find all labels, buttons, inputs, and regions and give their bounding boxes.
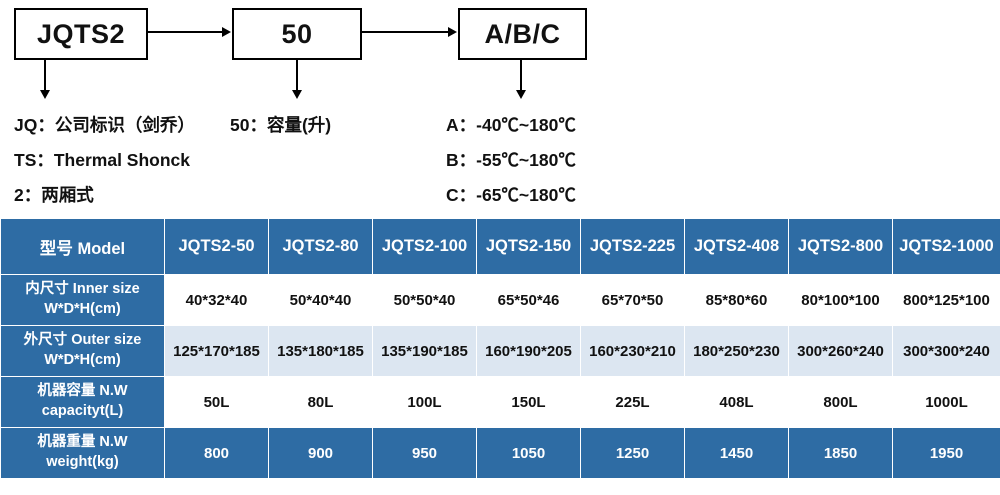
cell-inner-1000: 800*125*100 — [892, 274, 1000, 326]
legend-temp-c: C：-65℃~180℃ — [446, 185, 576, 205]
arrow-right-icon-2 — [448, 27, 457, 37]
table-head: 型号 Model JQTS2-50 JQTS2-80 JQTS2-100 JQT… — [0, 218, 1000, 275]
legend-temp-a: A：-40℃~180℃ — [446, 115, 576, 135]
cell-outer-225: 160*230*210 — [580, 325, 685, 377]
table-row: 机器重量 N.W weight(kg) 800 900 950 1050 125… — [0, 427, 1000, 479]
cell-capacity-225: 225L — [580, 376, 685, 428]
cell-inner-225: 65*70*50 — [580, 274, 685, 326]
cell-capacity-150: 150L — [476, 376, 581, 428]
cell-capacity-408: 408L — [684, 376, 789, 428]
row-header-capacity: 机器容量 N.W capacityt(L) — [0, 376, 165, 428]
cell-capacity-100: 100L — [372, 376, 477, 428]
table-body: 内尺寸 Inner size W*D*H(cm) 40*32*40 50*40*… — [0, 274, 1000, 479]
cell-inner-408: 85*80*60 — [684, 274, 789, 326]
spec-table: 型号 Model JQTS2-50 JQTS2-80 JQTS2-100 JQT… — [0, 218, 1000, 479]
row-header-line-2: W*D*H(cm) — [44, 352, 121, 368]
legend-temp-b: B：-55℃~180℃ — [446, 150, 576, 170]
cell-inner-80: 50*40*40 — [268, 274, 373, 326]
legend-ts: TS：Thermal Shonck — [14, 150, 191, 170]
row-header-inner-size: 内尺寸 Inner size W*D*H(cm) — [0, 274, 165, 326]
drop-line-2 — [296, 58, 298, 92]
col-header-jqts2-50: JQTS2-50 — [164, 218, 269, 275]
cell-weight-50: 800 — [164, 427, 269, 479]
cell-weight-100: 950 — [372, 427, 477, 479]
row-header-outer-size: 外尺寸 Outer size W*D*H(cm) — [0, 325, 165, 377]
row-header-weight: 机器重量 N.W weight(kg) — [0, 427, 165, 479]
cell-weight-80: 900 — [268, 427, 373, 479]
row-header-line-2: W*D*H(cm) — [44, 301, 121, 317]
row-header-line-2: weight(kg) — [46, 454, 119, 470]
cell-inner-100: 50*50*40 — [372, 274, 477, 326]
legend-capacity: 50：容量(升) — [230, 115, 332, 135]
legend-jq: JQ：公司标识（剑乔） — [14, 115, 195, 135]
cell-outer-100: 135*190*185 — [372, 325, 477, 377]
col-header-model: 型号 Model — [0, 218, 165, 275]
arrow-down-icon-2 — [292, 90, 302, 99]
row-header-line-1: 机器重量 N.W — [37, 434, 128, 451]
row-header-line-1: 内尺寸 Inner size — [25, 281, 140, 298]
row-header-line-2: capacityt(L) — [41, 403, 124, 419]
spec-table-wrapper: 型号 Model JQTS2-50 JQTS2-80 JQTS2-100 JQT… — [0, 218, 1000, 479]
cell-weight-800: 1850 — [788, 427, 893, 479]
code-box-model-prefix: JQTS2 — [14, 8, 148, 60]
col-header-jqts2-800: JQTS2-800 — [788, 218, 893, 275]
code-box-capacity: 50 — [232, 8, 362, 60]
table-row: 机器容量 N.W capacityt(L) 50L 80L 100L 150L … — [0, 376, 1000, 428]
cell-inner-50: 40*32*40 — [164, 274, 269, 326]
cell-capacity-800: 800L — [788, 376, 893, 428]
arrow-down-icon-1 — [40, 90, 50, 99]
cell-outer-80: 135*180*185 — [268, 325, 373, 377]
arrow-right-icon-1 — [222, 27, 231, 37]
table-row: 外尺寸 Outer size W*D*H(cm) 125*170*185 135… — [0, 325, 1000, 377]
row-header-line-1: 外尺寸 Outer size — [23, 332, 142, 349]
cell-inner-800: 80*100*100 — [788, 274, 893, 326]
legend-2: 2：两厢式 — [14, 185, 94, 205]
model-code-diagram: JQTS2 50 A/B/C JQ：公司标识（剑乔） TS：Thermal Sh… — [0, 0, 1000, 215]
drop-line-3 — [520, 58, 522, 92]
cell-outer-1000: 300*300*240 — [892, 325, 1000, 377]
cell-outer-800: 300*260*240 — [788, 325, 893, 377]
col-header-jqts2-225: JQTS2-225 — [580, 218, 685, 275]
col-header-jqts2-100: JQTS2-100 — [372, 218, 477, 275]
cell-weight-150: 1050 — [476, 427, 581, 479]
col-header-jqts2-408: JQTS2-408 — [684, 218, 789, 275]
cell-weight-225: 1250 — [580, 427, 685, 479]
col-header-jqts2-150: JQTS2-150 — [476, 218, 581, 275]
cell-weight-408: 1450 — [684, 427, 789, 479]
cell-outer-50: 125*170*185 — [164, 325, 269, 377]
cell-capacity-1000: 1000L — [892, 376, 1000, 428]
connector-line-2 — [360, 31, 450, 33]
table-row: 内尺寸 Inner size W*D*H(cm) 40*32*40 50*40*… — [0, 274, 1000, 326]
cell-weight-1000: 1950 — [892, 427, 1000, 479]
table-header-row: 型号 Model JQTS2-50 JQTS2-80 JQTS2-100 JQT… — [0, 218, 1000, 275]
cell-outer-408: 180*250*230 — [684, 325, 789, 377]
col-header-jqts2-1000: JQTS2-1000 — [892, 218, 1000, 275]
drop-line-1 — [44, 58, 46, 92]
code-box-temp-range: A/B/C — [458, 8, 587, 60]
cell-capacity-50: 50L — [164, 376, 269, 428]
connector-line-1 — [146, 31, 224, 33]
cell-outer-150: 160*190*205 — [476, 325, 581, 377]
col-header-jqts2-80: JQTS2-80 — [268, 218, 373, 275]
row-header-line-1: 机器容量 N.W — [37, 383, 128, 400]
cell-inner-150: 65*50*46 — [476, 274, 581, 326]
arrow-down-icon-3 — [516, 90, 526, 99]
cell-capacity-80: 80L — [268, 376, 373, 428]
